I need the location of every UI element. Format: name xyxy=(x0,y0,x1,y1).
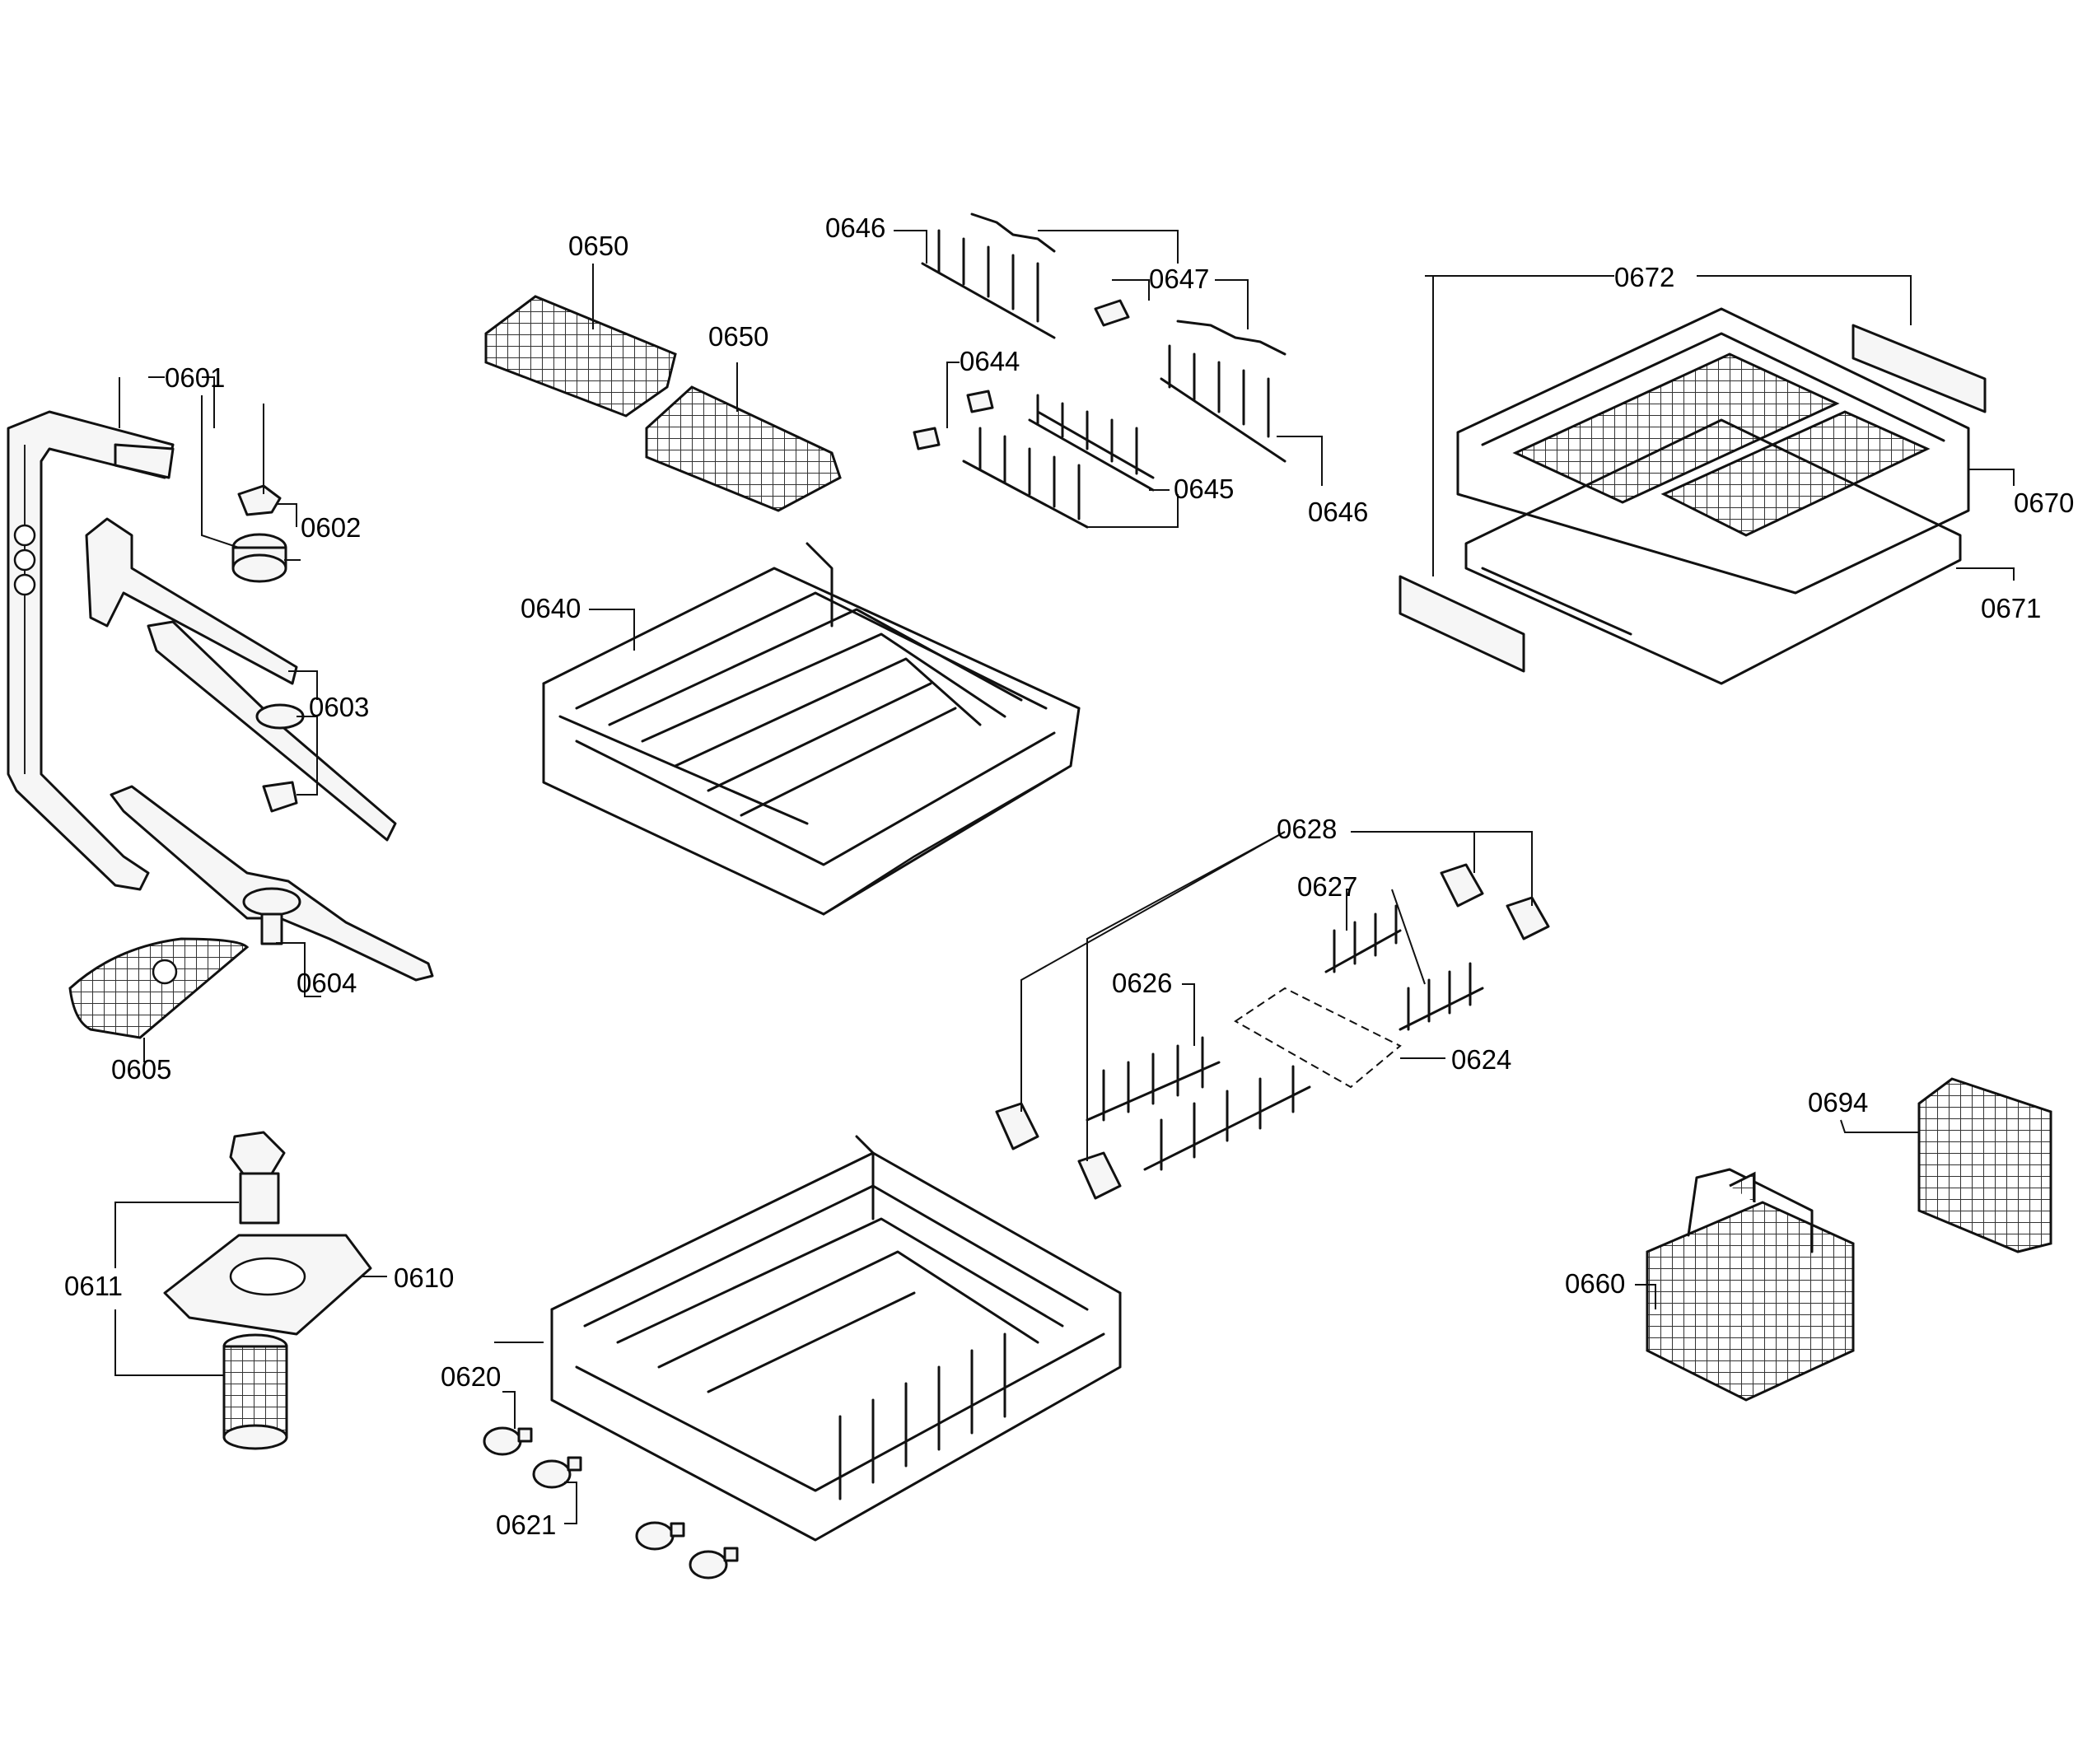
callout-0645: 0645 xyxy=(1174,474,1234,504)
callout-0626: 0626 xyxy=(1112,968,1172,998)
callout-0646a: 0646 xyxy=(825,212,885,243)
callout-0670: 0670 xyxy=(2014,488,2074,518)
callout-0644: 0644 xyxy=(960,346,1020,376)
lower-rack-tine-rows xyxy=(995,863,1550,1200)
upper-dish-rack xyxy=(542,542,1081,916)
callout-0627: 0627 xyxy=(1297,871,1357,902)
sump-assembly xyxy=(163,1131,372,1450)
spray-arm-supply-tube xyxy=(7,410,175,891)
cutlery-baskets xyxy=(1646,1077,2052,1402)
callout-0640: 0640 xyxy=(521,593,581,623)
upper-spray-arm xyxy=(85,517,397,842)
lower-spray-arm xyxy=(110,785,434,982)
callout-0601: 0601 xyxy=(165,362,225,393)
callout-0650a: 0650 xyxy=(568,231,628,261)
callout-labels: 0601 0602 0603 0604 0605 0610 0611 0620 … xyxy=(64,212,2074,1540)
callout-0620: 0620 xyxy=(441,1361,501,1392)
callout-0660: 0660 xyxy=(1565,1268,1625,1299)
callout-0628: 0628 xyxy=(1277,814,1337,844)
callout-0605: 0605 xyxy=(111,1054,171,1085)
callout-0647: 0647 xyxy=(1149,264,1209,294)
callout-0694: 0694 xyxy=(1808,1087,1868,1118)
spray-arm-filter-cover xyxy=(68,937,250,1039)
tine-inserts xyxy=(913,212,1286,529)
cup-shelf-racks xyxy=(484,295,842,512)
callout-0602: 0602 xyxy=(301,512,361,543)
callout-0604: 0604 xyxy=(297,968,357,998)
callout-0610: 0610 xyxy=(394,1262,454,1293)
callout-0621: 0621 xyxy=(496,1510,556,1540)
lower-dish-rack xyxy=(550,1135,1122,1542)
callout-0672: 0672 xyxy=(1614,262,1674,292)
leader-lines xyxy=(114,230,2015,1524)
rack-wheels xyxy=(483,1426,739,1580)
callout-0624: 0624 xyxy=(1451,1044,1511,1075)
callout-0671: 0671 xyxy=(1981,593,2041,623)
callout-0650b: 0650 xyxy=(708,321,768,352)
callout-0603: 0603 xyxy=(309,692,369,722)
third-rack-tray xyxy=(1399,307,1987,685)
spray-arm-bearing-parts xyxy=(231,484,287,583)
callout-0611: 0611 xyxy=(64,1271,123,1301)
callout-0646b: 0646 xyxy=(1308,497,1368,527)
